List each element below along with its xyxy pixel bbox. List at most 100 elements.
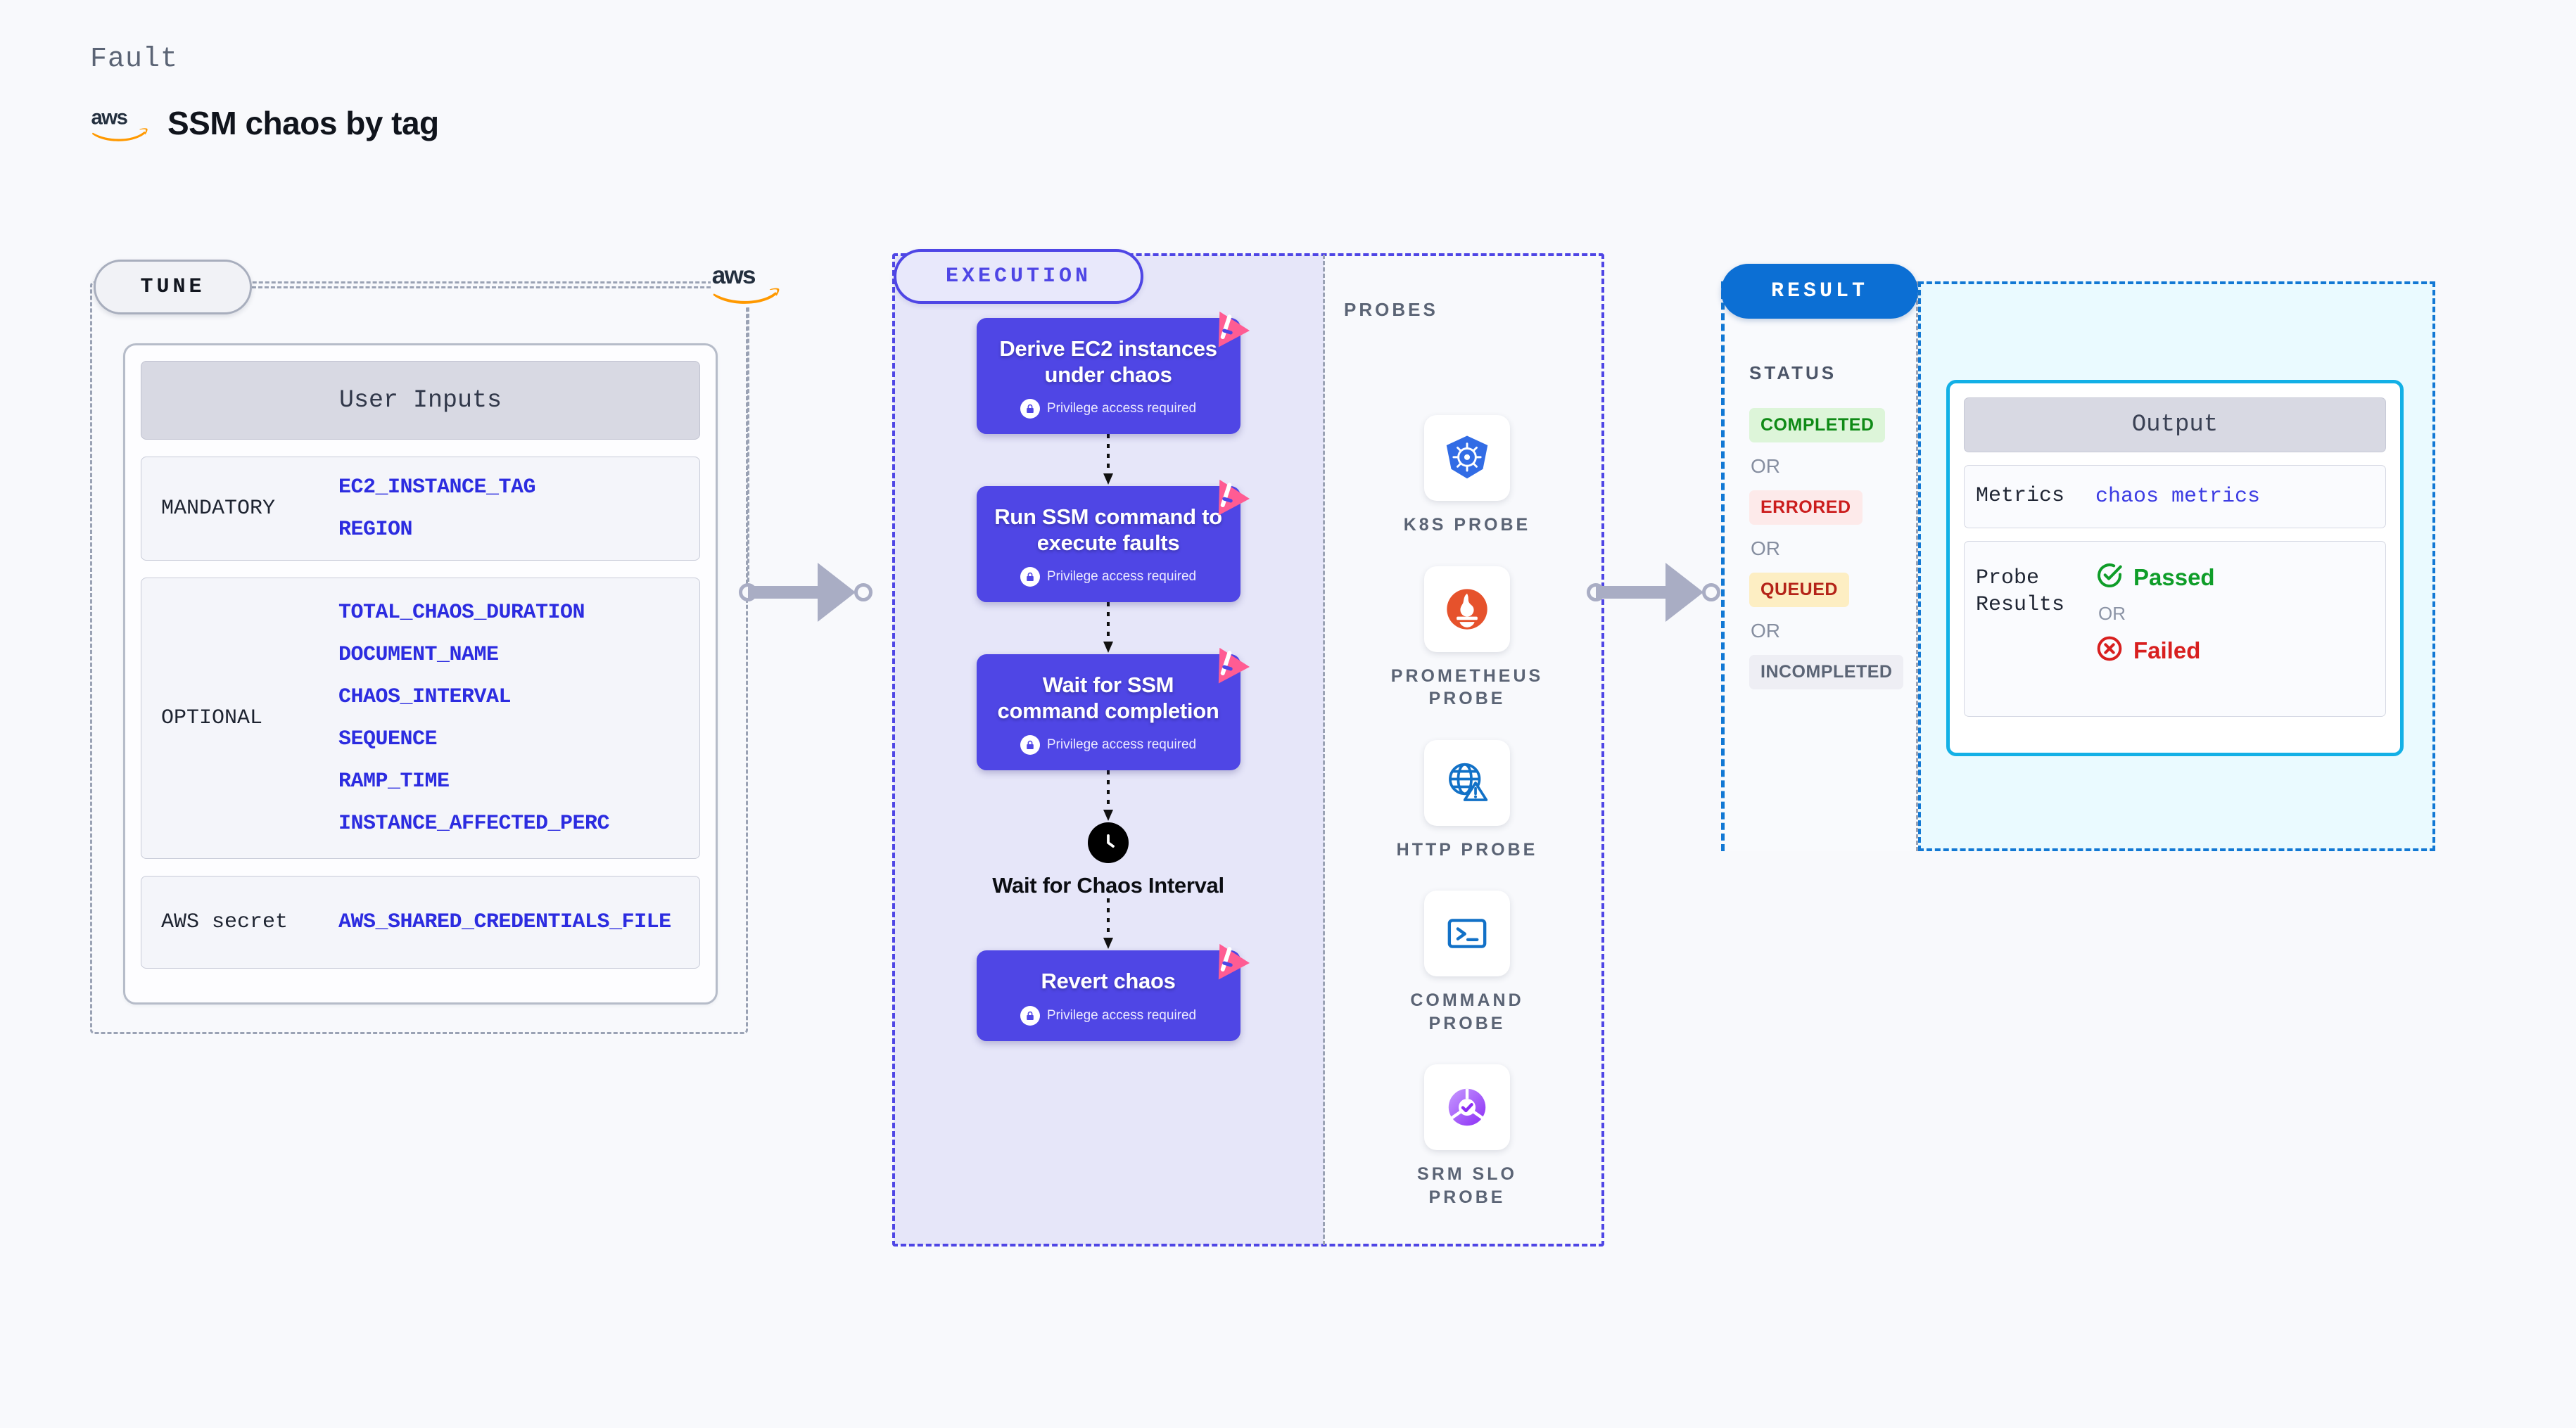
status-badge-queued: QUEUED (1749, 573, 1849, 607)
probes-section-title: PROBES (1344, 299, 1438, 320)
lock-icon (1020, 567, 1040, 587)
litmus-corner-icon (1206, 939, 1250, 980)
terminal-icon (1424, 891, 1510, 976)
tune-aws-dashed-connector (252, 286, 723, 288)
probes-list: K8S PROBE PROMETHEUS PROBE (1347, 415, 1587, 1209)
output-row-probe-results: Probe Results Passed OR (1964, 541, 2386, 717)
step-privilege-note: Privilege access required (991, 567, 1226, 587)
param-list: EC2_INSTANCE_TAG REGION (338, 476, 536, 542)
step-privilege-text: Privilege access required (1046, 1007, 1197, 1023)
status-or-label: OR (1751, 620, 1780, 642)
execution-badge: EXECUTION (894, 249, 1143, 304)
svg-text:aws: aws (712, 262, 756, 289)
prometheus-icon (1424, 566, 1510, 652)
status-badge-incompleted: INCOMPLETED (1749, 655, 1904, 689)
check-circle-icon (2095, 561, 2124, 593)
lock-icon (1020, 399, 1040, 419)
title-row: aws SSM chaos by tag (90, 103, 439, 143)
probe-result-failed: Failed (2095, 635, 2215, 666)
litmus-corner-icon (1206, 643, 1250, 684)
page-header: Fault aws SSM chaos by tag (90, 44, 439, 143)
param-item[interactable]: INSTANCE_AFFECTED_PERC (338, 812, 610, 836)
step-privilege-note: Privilege access required (991, 1005, 1226, 1026)
status-section-label: STATUS (1749, 362, 1837, 383)
step-privilege-note: Privilege access required (991, 399, 1226, 419)
output-row-metrics: Metrics chaos metrics (1964, 465, 2386, 528)
result-badge: RESULT (1721, 264, 1918, 319)
aws-logo-icon: aws (90, 103, 152, 143)
litmus-corner-icon (1206, 307, 1250, 348)
srm-slo-icon (1424, 1064, 1510, 1150)
kicker-label: Fault (90, 44, 179, 75)
param-item[interactable]: EC2_INSTANCE_TAG (338, 476, 536, 499)
probe-label: SRM SLO PROBE (1417, 1164, 1517, 1207)
aws-vertical-dashed-line (747, 307, 749, 594)
step-privilege-text: Privilege access required (1046, 569, 1197, 585)
execution-probes-divider (1323, 255, 1325, 1245)
probe-label: PROMETHEUS PROBE (1390, 665, 1544, 709)
output-probe-results-label: Probe Results (1976, 566, 2065, 617)
flow-arrow-down-icon (1101, 770, 1115, 822)
user-inputs-card: User Inputs MANDATORY EC2_INSTANCE_TAG R… (123, 343, 718, 1005)
probe-item-k8s[interactable]: K8S PROBE (1404, 415, 1530, 537)
param-item[interactable]: CHAOS_INTERVAL (338, 685, 512, 709)
probe-label: COMMAND PROBE (1410, 990, 1524, 1033)
param-group-label: MANDATORY (161, 497, 276, 521)
step-card-wait-ssm-completion[interactable]: Wait for SSM command completion Privileg… (976, 648, 1250, 771)
step-card-run-ssm-command[interactable]: Run SSM command to execute faults Privil… (976, 480, 1250, 603)
user-inputs-title: User Inputs (141, 361, 700, 440)
tune-badge: TUNE (94, 260, 252, 314)
param-group-aws-secret: AWS secret AWS_SHARED_CREDENTIALS_FILE (141, 876, 700, 969)
param-item[interactable]: TOTAL_CHAOS_DURATION (338, 601, 585, 625)
probe-label: HTTP PROBE (1396, 839, 1538, 860)
page-title: SSM chaos by tag (167, 105, 439, 141)
probe-or-label: OR (2098, 603, 2126, 624)
param-item[interactable]: REGION (338, 518, 413, 542)
status-badge-completed: COMPLETED (1749, 408, 1886, 442)
execution-region (892, 253, 1604, 1247)
output-metrics-value[interactable]: chaos metrics (2095, 485, 2261, 509)
tune-region (90, 281, 748, 1034)
status-badge-errored: ERRORED (1749, 490, 1863, 525)
step-node-wait-chaos-interval[interactable]: Wait for Chaos Interval (992, 822, 1224, 898)
flow-arrow-down-icon (1101, 602, 1115, 654)
step-title: Revert chaos (1041, 969, 1176, 994)
param-group-label: AWS secret (161, 910, 288, 934)
litmus-corner-icon (1206, 475, 1250, 516)
step-title: Derive EC2 instances under chaos (999, 336, 1217, 387)
svg-text:aws: aws (91, 106, 127, 129)
probe-item-srm-slo[interactable]: SRM SLO PROBE (1376, 1064, 1559, 1209)
probe-item-prometheus[interactable]: PROMETHEUS PROBE (1376, 566, 1559, 710)
status-or-label: OR (1751, 455, 1780, 477)
probe-item-http[interactable]: HTTP PROBE (1396, 739, 1538, 862)
lock-icon (1020, 1005, 1040, 1026)
probe-label: K8S PROBE (1403, 515, 1531, 535)
globe-warning-icon (1423, 739, 1510, 826)
step-title: Run SSM command to execute faults (994, 504, 1222, 555)
step-privilege-note: Privilege access required (991, 735, 1226, 756)
probe-failed-label: Failed (2133, 637, 2201, 663)
param-group-mandatory: MANDATORY EC2_INSTANCE_TAG REGION (141, 457, 700, 561)
param-group-label: OPTIONAL (161, 706, 263, 730)
param-item[interactable]: SEQUENCE (338, 727, 438, 751)
output-card: Output Metrics chaos metrics Probe Resul… (1946, 380, 2404, 756)
param-item[interactable]: DOCUMENT_NAME (338, 643, 499, 667)
step-title: Wait for SSM command completion (997, 672, 1219, 723)
x-circle-icon (2095, 635, 2124, 666)
probe-result-values: Passed OR Failed (2095, 561, 2215, 666)
flow-arrow-down-icon (1101, 898, 1115, 950)
kubernetes-icon (1423, 415, 1510, 501)
execution-to-result-connector (1587, 563, 1720, 622)
step-card-derive-ec2-instances[interactable]: Derive EC2 instances under chaos Privile… (976, 311, 1250, 435)
param-list: AWS_SHARED_CREDENTIALS_FILE (338, 910, 671, 934)
probe-item-command[interactable]: COMMAND PROBE (1376, 891, 1559, 1035)
output-card-title: Output (1964, 397, 2386, 452)
output-metrics-label: Metrics (1976, 484, 2065, 509)
param-item[interactable]: RAMP_TIME (338, 770, 450, 793)
tune-to-execution-connector (739, 563, 873, 622)
clock-icon (1088, 822, 1129, 864)
step-card-revert-chaos[interactable]: Revert chaos Privilege access required (976, 944, 1250, 1041)
lock-icon (1020, 735, 1040, 756)
param-item[interactable]: AWS_SHARED_CREDENTIALS_FILE (338, 910, 671, 934)
param-group-optional: OPTIONAL TOTAL_CHAOS_DURATION DOCUMENT_N… (141, 578, 700, 859)
